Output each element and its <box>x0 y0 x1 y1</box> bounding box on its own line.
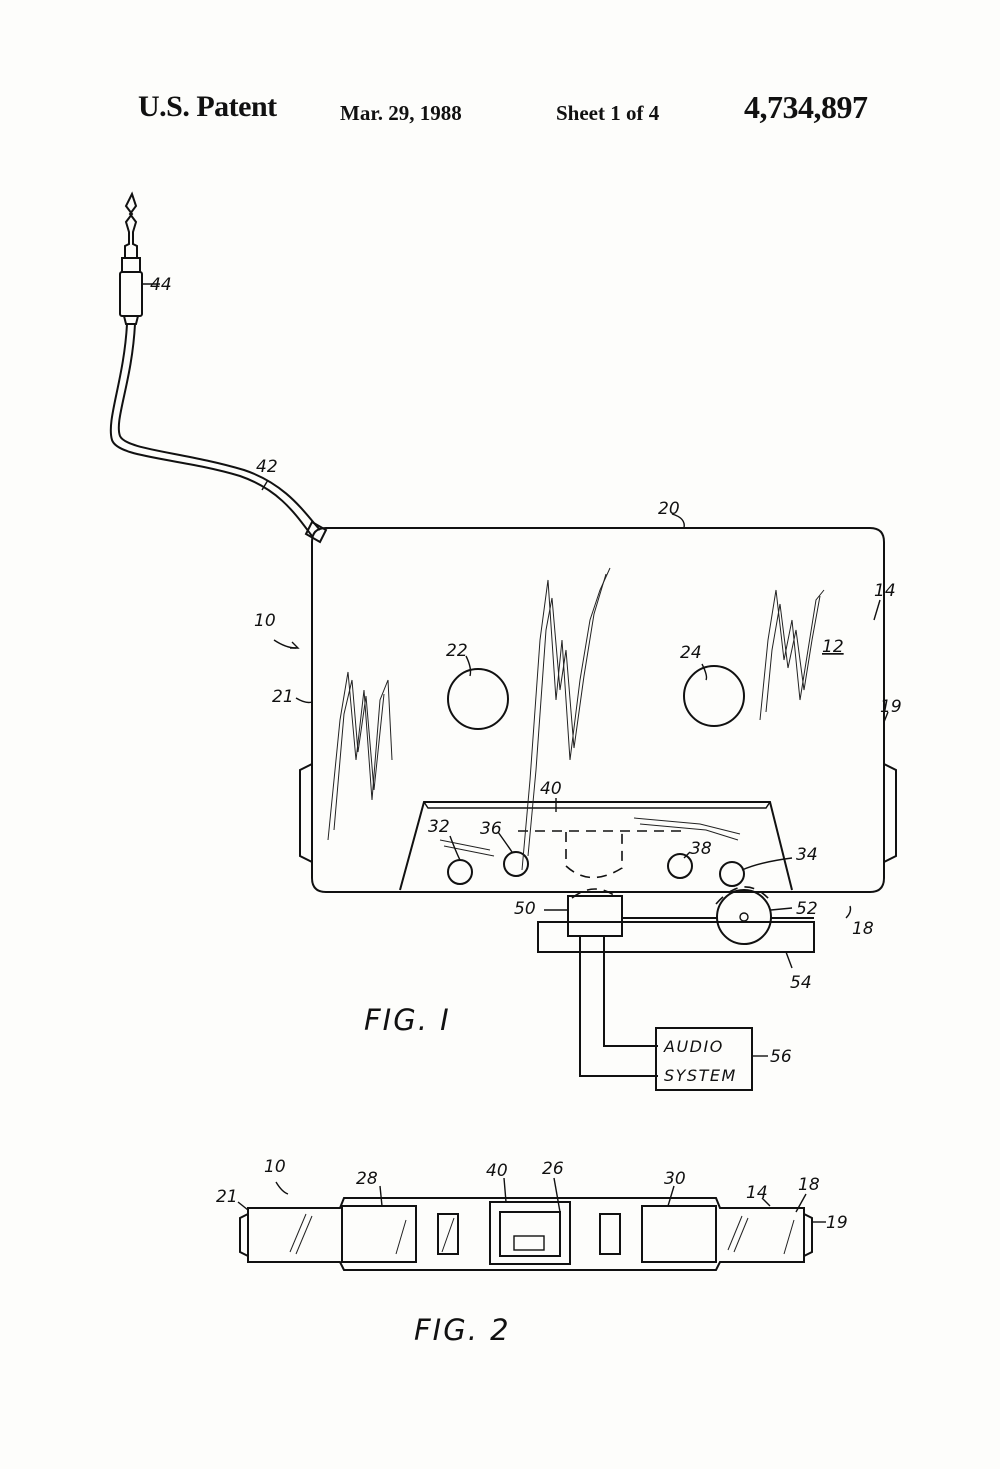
ref-18: 18 <box>852 919 874 939</box>
ref-22: 22 <box>446 641 468 661</box>
fig1-leaders <box>141 283 889 1057</box>
fig2-caption: FIG. 2 <box>414 1313 511 1347</box>
ref-36: 36 <box>480 819 502 839</box>
fig1-drawing: AUDIO SYSTEM 44 <box>109 191 902 1091</box>
fig2-ref-18: 18 <box>798 1175 820 1195</box>
surface-shading <box>327 567 825 871</box>
fig1-refs: 44 42 20 10 21 22 24 14 12 19 40 32 36 3… <box>150 275 902 1067</box>
patent-number: 4,734,897 <box>744 89 868 125</box>
ref-42: 42 <box>256 457 278 477</box>
ref-40: 40 <box>540 779 562 799</box>
cassette-body <box>299 527 897 905</box>
window-28 <box>341 1205 417 1263</box>
hub-hole-left <box>447 668 509 730</box>
ref-34: 34 <box>796 845 818 865</box>
hub-hole-right <box>683 665 745 727</box>
ref-19: 19 <box>880 697 902 717</box>
fig2-ref-19: 19 <box>826 1213 848 1233</box>
fig2-ref-26: 26 <box>542 1159 564 1179</box>
audio-system-label-1: AUDIO <box>663 1037 724 1056</box>
fig2-ref-21: 21 <box>216 1187 238 1207</box>
window-30 <box>641 1205 717 1263</box>
pinch-roller-52 <box>716 889 772 945</box>
fig1-caption: FIG. I <box>364 1003 451 1037</box>
mechanism: AUDIO SYSTEM <box>537 889 815 1091</box>
fig2-ref-14: 14 <box>746 1183 768 1203</box>
audio-system-box <box>655 1027 753 1091</box>
fig2-drawing: 21 10 28 40 26 30 14 18 19 FIG. 2 <box>216 1157 848 1347</box>
support-bar <box>537 921 815 953</box>
fig2-ref-10: 10 <box>264 1157 286 1177</box>
ref-21: 21 <box>272 687 294 707</box>
ref-32: 32 <box>428 817 450 837</box>
cable <box>109 323 328 544</box>
ref-14: 14 <box>874 581 896 601</box>
ref-52: 52 <box>796 899 818 919</box>
audio-system-label-2: SYSTEM <box>664 1066 737 1085</box>
ref-10: 10 <box>254 611 276 631</box>
sheet-number: Sheet 1 of 4 <box>556 101 660 125</box>
ref-12: 12 <box>822 637 844 657</box>
ref-50: 50 <box>514 899 536 919</box>
ref-24: 24 <box>680 643 702 663</box>
ref-54: 54 <box>790 973 812 993</box>
magnetic-head-50 <box>567 895 623 937</box>
window-26 <box>489 1201 571 1265</box>
fig2-ref-28: 28 <box>356 1169 378 1189</box>
head-40 <box>499 1211 561 1257</box>
patent-label: U.S. Patent <box>138 90 277 123</box>
plug-jack <box>119 191 143 325</box>
fig2-ref-30: 30 <box>664 1169 686 1189</box>
ref-38: 38 <box>690 839 712 859</box>
fig2-ref-40: 40 <box>486 1161 508 1181</box>
ref-56: 56 <box>770 1047 792 1067</box>
patent-date: Mar. 29, 1988 <box>340 101 462 125</box>
ref-44: 44 <box>150 275 172 295</box>
ref-20: 20 <box>658 499 680 519</box>
